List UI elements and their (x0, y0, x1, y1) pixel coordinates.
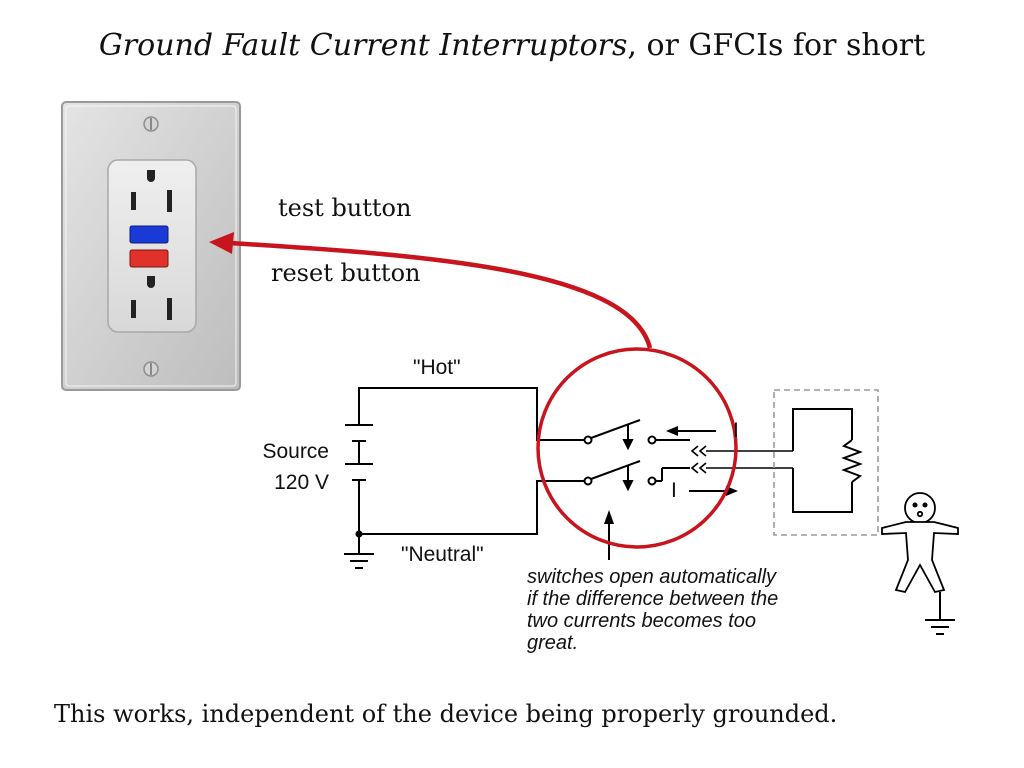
reset-button-label: reset button (271, 259, 421, 287)
note-pointer-arrow (604, 510, 614, 560)
source-label: Source (262, 440, 329, 463)
slide-title: Ground Fault Current Interruptors, or GF… (0, 28, 1024, 63)
highlight-arrow (209, 232, 653, 349)
person-ground (925, 592, 955, 635)
neutral-junction-dot (355, 530, 363, 538)
receptacle-face (107, 159, 197, 333)
hot-wire-label: "Hot" (413, 356, 461, 379)
current-arrow-bottom (689, 486, 738, 496)
slot-bottom-right (167, 298, 172, 320)
switch-note-line: two currents becomes too (527, 610, 756, 632)
ground-hole-top (147, 170, 155, 182)
title-rest: , or GFCIs for short (627, 28, 926, 63)
test-button[interactable] (129, 225, 169, 244)
person-figure (881, 492, 959, 594)
current-arrow-top (666, 426, 716, 436)
switch-bottom (583, 460, 690, 492)
neutral-wire-label: "Neutral" (401, 543, 484, 566)
switch-note-line: switches open automatically (527, 566, 777, 588)
hot-wire (358, 387, 585, 441)
plug-connectors (690, 445, 793, 474)
slot-top-left (131, 192, 136, 210)
plate-screw-bottom (143, 361, 159, 377)
switch-note-line: great. (527, 632, 579, 654)
highlight-circle (536, 347, 738, 549)
test-button-label: test button (278, 194, 412, 222)
footer-text: This works, independent of the device be… (54, 700, 838, 728)
slot-top-right (167, 190, 172, 212)
battery-symbol (345, 424, 373, 486)
current-label-top: I (733, 419, 739, 442)
switch-top (583, 419, 690, 451)
switch-note: switches open automatically if the diffe… (527, 566, 867, 654)
slot-bottom-left (131, 300, 136, 318)
voltage-label: 120 V (274, 471, 329, 494)
plate-screw-top (143, 116, 159, 132)
title-italic-part: Ground Fault Current Interruptors (98, 28, 628, 63)
neutral-wire (358, 480, 585, 535)
current-label-bottom: I (671, 479, 677, 502)
ground-hole-bottom (147, 276, 155, 288)
resistor-load (792, 408, 863, 513)
switch-note-line: if the difference between the (527, 588, 779, 610)
reset-button[interactable] (129, 249, 169, 268)
gfci-outlet (61, 101, 241, 391)
load-device-box (773, 389, 879, 536)
circuit (344, 387, 585, 569)
